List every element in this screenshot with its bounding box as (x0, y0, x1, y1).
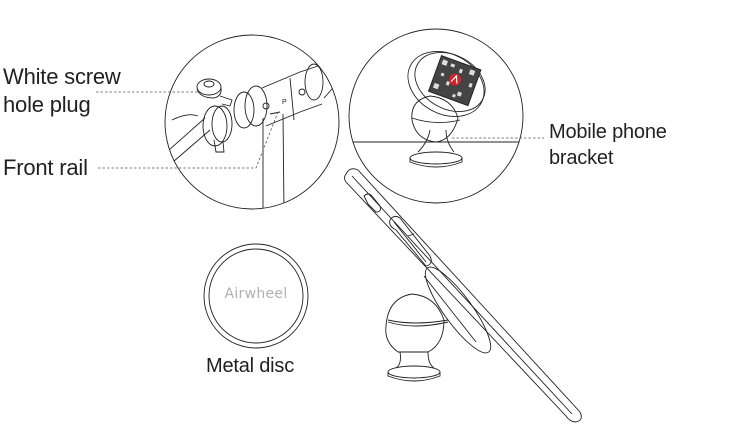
label-white-screw-line2: hole plug (3, 92, 91, 117)
label-white-screw-line1: White screw (3, 64, 121, 89)
phone-mount-drawing (344, 168, 582, 423)
handlebar-detail-circle: P (164, 34, 340, 210)
label-mobile-phone-bracket-line2: bracket (549, 147, 614, 169)
disc-brand-logo-text: Airwheel (224, 286, 288, 302)
metal-disc-drawing (203, 243, 309, 349)
svg-text:P: P (282, 99, 287, 106)
label-front-rail: Front rail (3, 155, 88, 180)
leader-lines (96, 91, 544, 169)
label-metal-disc: Metal disc (206, 355, 295, 377)
leader-front-rail (98, 111, 279, 169)
bracket-detail-circle (348, 28, 524, 204)
label-mobile-phone-bracket-line1: Mobile phone (549, 121, 667, 143)
